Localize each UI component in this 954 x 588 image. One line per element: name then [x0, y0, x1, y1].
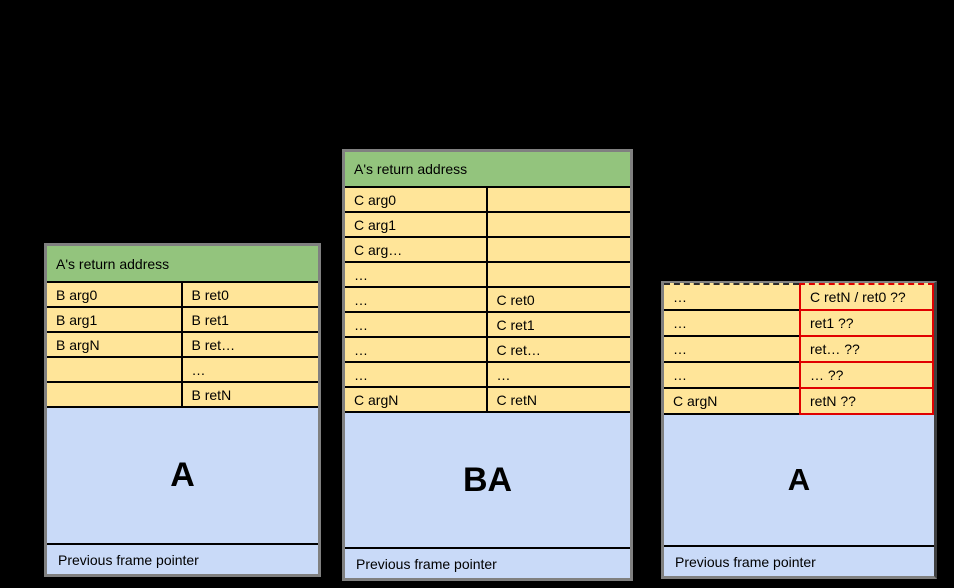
previous-frame-pointer-cell: Previous frame pointer [345, 547, 630, 578]
arg-cell: B arg1 [47, 308, 183, 333]
stack-row: … ret1 ?? [664, 311, 934, 337]
stack-left: A's return address B arg0 B ret0 B arg1 … [44, 243, 321, 577]
ret-cell: … ?? [799, 363, 934, 389]
arg-cell: C arg1 [345, 213, 488, 238]
arg-cell: C arg0 [345, 188, 488, 213]
arg-cell [47, 358, 183, 383]
stack-row: C arg1 [345, 213, 630, 238]
ret-cell [487, 263, 630, 288]
frame-region: A [664, 415, 934, 545]
ret-cell: B ret1 [182, 308, 318, 333]
stack-row: C argN C retN [345, 388, 630, 413]
stack-row: B argN B ret… [47, 333, 318, 358]
previous-frame-pointer-cell: Previous frame pointer [664, 545, 934, 576]
arg-cell: C argN [664, 389, 799, 415]
arg-cell: B arg0 [47, 283, 183, 308]
stack-row: B arg1 B ret1 [47, 308, 318, 333]
arg-cell: C argN [345, 388, 488, 413]
return-address-header: A's return address [345, 152, 630, 188]
ret-cell [487, 213, 630, 238]
arg-cell: … [345, 288, 488, 313]
ret-cell [487, 188, 630, 213]
ret-cell: C retN / ret0 ?? [799, 283, 934, 311]
stack-row: … ret… ?? [664, 337, 934, 363]
stack-row: … C ret0 [345, 288, 630, 313]
ret-cell: C ret1 [487, 313, 630, 338]
arg-cell: … [664, 283, 799, 311]
ret-cell: B ret… [182, 333, 318, 358]
ret-cell: retN ?? [799, 389, 934, 415]
arg-cell: … [664, 337, 799, 363]
ret-cell: C ret0 [487, 288, 630, 313]
stack-row: B retN [47, 383, 318, 408]
stack-row: C arg0 [345, 188, 630, 213]
stack-row: … … [345, 363, 630, 388]
stack-row: … C ret1 [345, 313, 630, 338]
frame-function-label: A [787, 462, 811, 497]
arg-cell: B argN [47, 333, 183, 358]
stack-row: C argN retN ?? [664, 389, 934, 415]
ret-cell: C ret… [487, 338, 630, 363]
frame-function-label: BA [462, 460, 513, 499]
arg-cell: … [664, 363, 799, 389]
arg-cell: … [664, 311, 799, 337]
frame-function-label: A [170, 456, 195, 494]
return-address-header: A's return address [47, 246, 318, 283]
frame-region: BA [345, 413, 630, 547]
ret-cell: … [182, 358, 318, 383]
ret-cell [487, 238, 630, 263]
arg-cell: … [345, 313, 488, 338]
stack-row: … [47, 358, 318, 383]
arg-cell: … [345, 263, 488, 288]
stack-row: … C retN / ret0 ?? [664, 283, 934, 311]
arg-cell: … [345, 363, 488, 388]
arg-cell: … [345, 338, 488, 363]
stack-row: … … ?? [664, 363, 934, 389]
ret-cell: ret1 ?? [799, 311, 934, 337]
frame-region: A [47, 408, 318, 543]
previous-frame-pointer-cell: Previous frame pointer [47, 543, 318, 574]
ret-cell: B ret0 [182, 283, 318, 308]
ret-cell: C retN [487, 388, 630, 413]
ret-cell: … [487, 363, 630, 388]
stack-right: … C retN / ret0 ?? … ret1 ?? … ret… ?? …… [661, 281, 937, 579]
arg-cell [47, 383, 183, 408]
stack-row: … C ret… [345, 338, 630, 363]
stack-middle: A's return address C arg0 C arg1 C arg… … [342, 149, 633, 581]
arg-cell: C arg… [345, 238, 488, 263]
ret-cell: ret… ?? [799, 337, 934, 363]
stack-row: … [345, 263, 630, 288]
stack-row: C arg… [345, 238, 630, 263]
stack-row: B arg0 B ret0 [47, 283, 318, 308]
ret-cell: B retN [182, 383, 318, 408]
